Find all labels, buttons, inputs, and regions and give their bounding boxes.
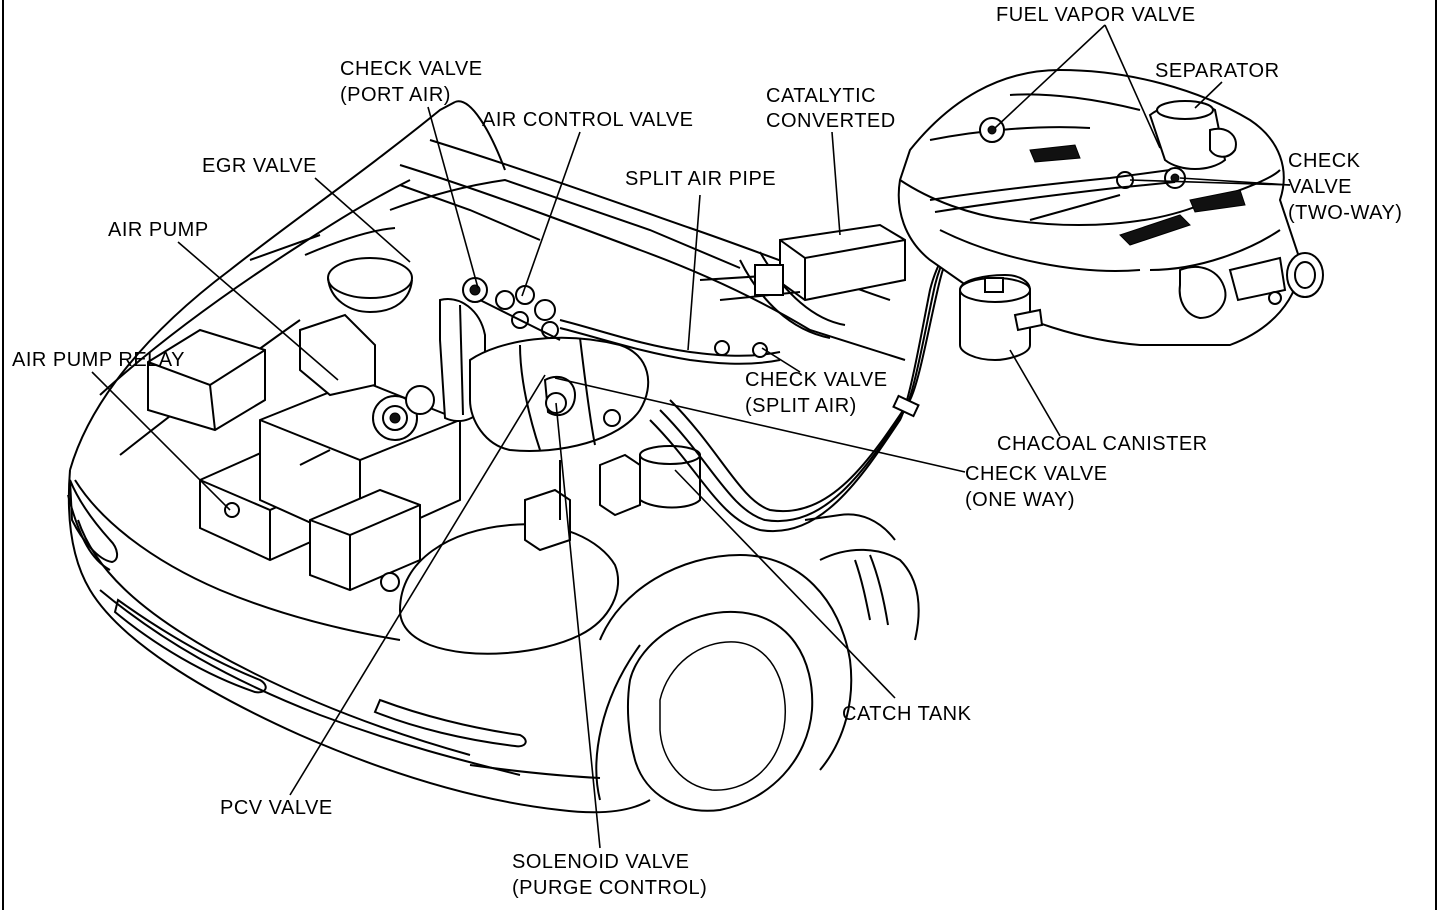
- label-catalytic-line1: CATALYTIC: [766, 85, 876, 107]
- label-check-valve-one-way-line2: (ONE WAY): [965, 489, 1075, 511]
- label-air-pump-relay: AIR PUMP RELAY: [12, 349, 185, 371]
- label-catch-tank: CATCH TANK: [842, 703, 972, 725]
- label-catalytic-line2: CONVERTED: [766, 110, 896, 132]
- label-air-control-valve: AIR CONTROL VALVE: [482, 109, 694, 131]
- fuel-tank-assembly: [897, 68, 1324, 362]
- label-check-valve-split-air-line2: (SPLIT AIR): [745, 395, 857, 417]
- label-check-valve-port-air-line2: (PORT AIR): [340, 84, 451, 106]
- label-check-valve-port-air-line1: CHECK VALVE: [340, 58, 483, 80]
- label-charcoal-canister: CHACOAL CANISTER: [997, 433, 1208, 455]
- label-check-valve-two-way-line1: CHECK: [1288, 150, 1361, 172]
- label-check-valve-one-way-line1: CHECK VALVE: [965, 463, 1108, 485]
- label-separator: SEPARATOR: [1155, 60, 1280, 82]
- label-fuel-vapor-valve: FUEL VAPOR VALVE: [996, 4, 1196, 26]
- labels: FUEL VAPOR VALVE SEPARATOR CHECK VALVE (…: [12, 4, 1402, 899]
- label-solenoid-valve-line2: (PURGE CONTROL): [512, 877, 707, 899]
- label-pcv-valve: PCV VALVE: [220, 797, 333, 819]
- leader-lines: [91, 24, 1291, 849]
- label-check-valve-two-way-line3: (TWO-WAY): [1288, 202, 1402, 224]
- label-check-valve-two-way-line2: VALVE: [1288, 176, 1352, 198]
- label-split-air-pipe: SPLIT AIR PIPE: [625, 168, 776, 190]
- label-check-valve-split-air-line1: CHECK VALVE: [745, 369, 888, 391]
- label-air-pump: AIR PUMP: [108, 219, 209, 241]
- label-egr-valve: EGR VALVE: [202, 155, 317, 177]
- car-body-outline: [67, 100, 920, 814]
- label-solenoid-valve-line1: SOLENOID VALVE: [512, 851, 689, 873]
- engine-bay-components: [147, 178, 1001, 592]
